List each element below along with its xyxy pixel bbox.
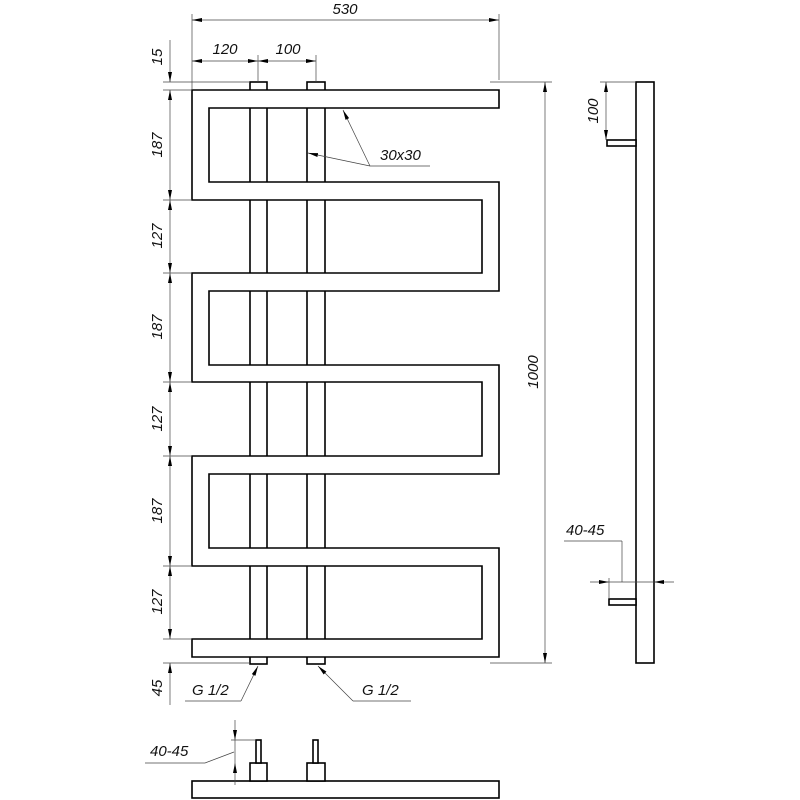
profile-label: 30x30 <box>380 147 422 164</box>
dim-bracket-100: 100 <box>585 98 602 124</box>
dim-15: 15 <box>149 48 166 65</box>
dim-127: 127 <box>149 406 166 432</box>
front-view: 530 120 100 <box>149 1 552 705</box>
dimension-vertical-chain: 15 187 127 187 127 187 127 45 <box>149 40 250 705</box>
dim-187: 187 <box>149 314 166 340</box>
dim-187: 187 <box>149 132 166 158</box>
dim-100: 100 <box>275 41 301 58</box>
dimension-pipe-positions: 120 100 <box>192 41 317 82</box>
side-wall-distance-label: 40-45 <box>566 522 605 539</box>
bottom-view: 40-45 <box>145 720 500 799</box>
serpentine-frame <box>191 89 500 658</box>
dim-45: 45 <box>149 679 166 696</box>
thread-left-label: G 1/2 <box>192 682 229 699</box>
thread-right-label: G 1/2 <box>362 682 399 699</box>
dimension-overall-width: 530 <box>191 1 500 90</box>
thread-callout-right: G 1/2 <box>317 665 411 702</box>
thread-callout-left: G 1/2 <box>185 665 259 702</box>
dim-1000: 1000 <box>525 355 542 389</box>
dim-530: 530 <box>332 1 358 18</box>
dimension-overall-height: 1000 <box>490 81 552 664</box>
dim-127: 127 <box>149 589 166 615</box>
side-view: 100 40-45 <box>564 81 674 664</box>
profile-callout: 30x30 <box>307 109 430 167</box>
dim-127: 127 <box>149 223 166 249</box>
dim-187: 187 <box>149 498 166 524</box>
dim-120: 120 <box>212 41 238 58</box>
bottom-wall-distance-label: 40-45 <box>150 743 189 760</box>
